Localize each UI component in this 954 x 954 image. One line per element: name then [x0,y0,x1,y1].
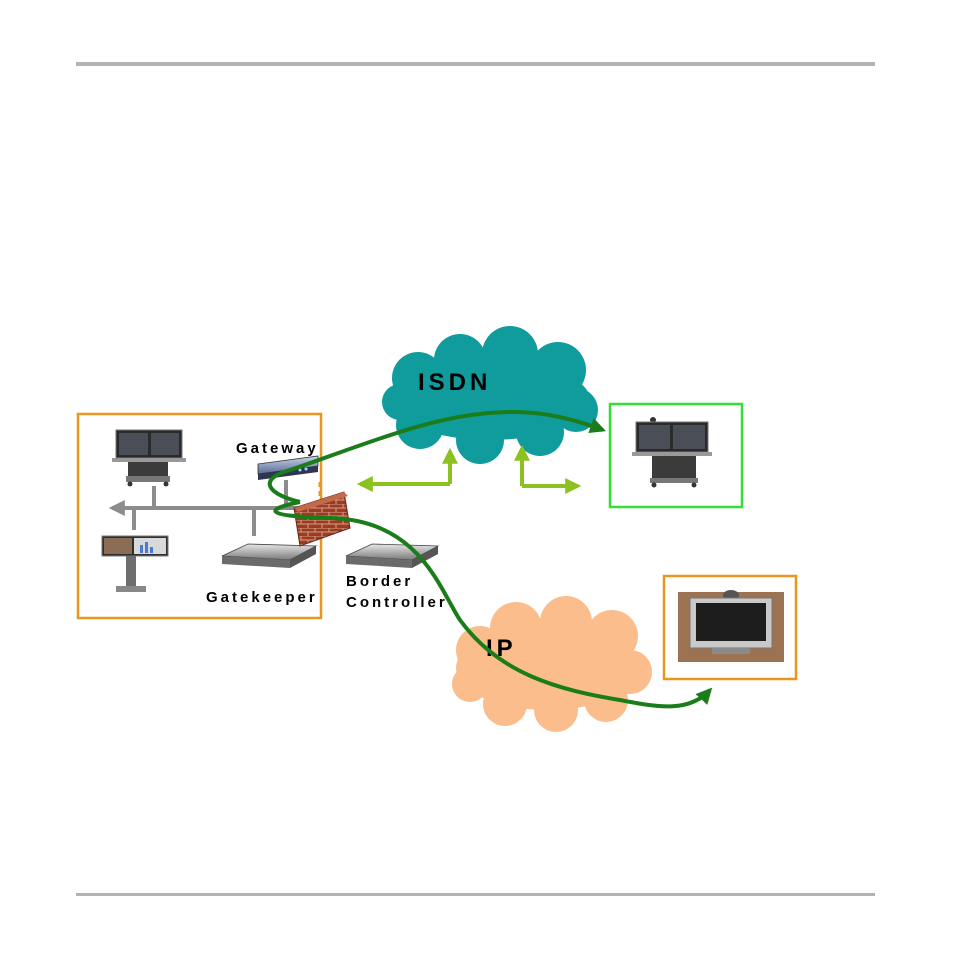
remote-dual-screen-endpoint-icon [632,417,712,488]
gateway-icon [258,456,318,480]
remote-flat-screen-endpoint-icon [678,590,784,662]
gatekeeper-icon [222,544,316,568]
lan-bus [112,480,320,536]
gateway-label: Gateway [236,440,319,457]
ip-cloud [452,596,652,732]
top-rule [76,62,875,66]
isdn-label: ISDN [418,369,491,396]
gatekeeper-label: Gatekeeper [206,589,318,606]
border-controller-line1: Border [346,573,413,590]
dual-screen-endpoint-icon [112,430,186,487]
border-controller-line2: Controller [346,594,448,611]
bottom-rule [76,893,875,896]
presentation-endpoint-icon [102,536,168,592]
border-controller-label: Border Controller [346,573,448,611]
